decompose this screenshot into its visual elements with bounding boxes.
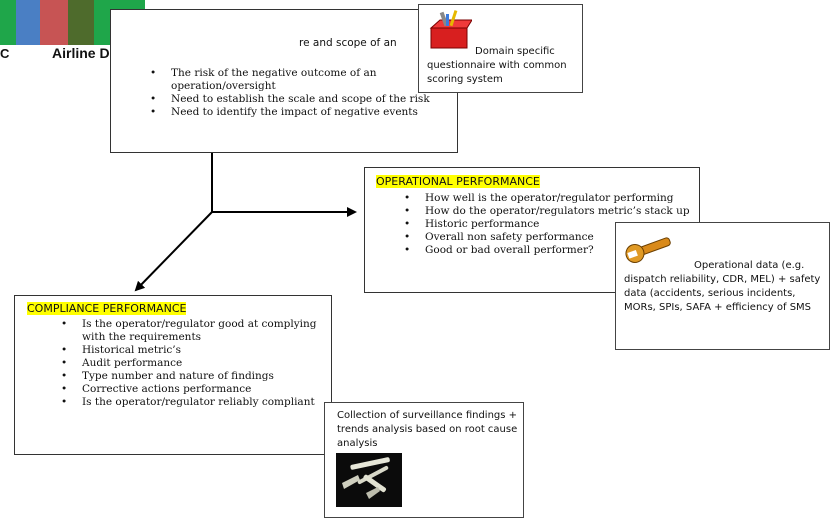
toolbox-icon <box>429 10 472 49</box>
operational-bullets: How well is the operator/regulator perfo… <box>397 192 693 257</box>
risk-bullet: Need to identify the impact of negative … <box>143 106 443 119</box>
operational-bullet: How well is the operator/regulator perfo… <box>397 192 693 205</box>
logo-bar-2 <box>16 0 40 45</box>
operational-title: OPERATIONAL PERFORMANCE <box>376 175 540 188</box>
operational-bullet: Overall non safety performance <box>397 231 693 244</box>
arrow-to-compliance <box>134 211 213 292</box>
compliance-title-text: COMPLIANCE PERFORMANCE <box>27 302 187 315</box>
opdata-box: Operational data (e.g. dispatch reliabil… <box>615 222 830 350</box>
compliance-bullet: Type number and nature of findings <box>54 370 329 383</box>
logo-airline-label: Airline D <box>52 45 110 61</box>
compliance-bullets: Is the operator/regulator good at comply… <box>54 318 329 409</box>
operational-bullet: How do the operator/regulators metric’s … <box>397 205 693 218</box>
risk-bullet: Need to establish the scale and scope of… <box>143 93 443 106</box>
compliance-box: COMPLIANCE PERFORMANCE Is the operator/r… <box>14 295 332 455</box>
wrench-icon <box>625 237 671 263</box>
risk-bullets: The risk of the negative outcome of an o… <box>143 67 443 119</box>
logo-bar-3 <box>40 0 68 45</box>
surveillance-text: Collection of surveillance findings + tr… <box>337 410 518 449</box>
multitool-icon <box>336 453 402 507</box>
compliance-bullet: Audit performance <box>54 357 329 370</box>
operational-bullet: Good or bad overall performer? <box>397 244 693 257</box>
questionnaire-box: Domain specific questionnaire with commo… <box>418 4 583 93</box>
risk-heading-fragment: re and scope of an <box>299 37 397 49</box>
risk-bullet: The risk of the negative outcome of an o… <box>143 67 443 93</box>
operational-title-text: OPERATIONAL PERFORMANCE <box>376 175 540 188</box>
opdata-text: Operational data (e.g. dispatch reliabil… <box>624 260 821 313</box>
logo-bar-1 <box>0 0 16 45</box>
logo-bar-4 <box>68 0 94 45</box>
compliance-bullet: Historical metric’s <box>54 344 329 357</box>
compliance-bullet: Is the operator/regulator good at comply… <box>54 318 329 344</box>
compliance-title: COMPLIANCE PERFORMANCE <box>27 302 187 315</box>
logo-left-fragment: C <box>0 46 10 61</box>
compliance-bullet: Corrective actions performance <box>54 383 329 396</box>
operational-bullet: Historic performance <box>397 218 693 231</box>
risk-box: re and scope of an The risk of the negat… <box>110 9 458 153</box>
questionnaire-text: Domain specific questionnaire with commo… <box>427 46 567 85</box>
compliance-bullet: Is the operator/regulator reliably compl… <box>54 396 329 409</box>
surveillance-box: Collection of surveillance findings + tr… <box>324 402 524 518</box>
